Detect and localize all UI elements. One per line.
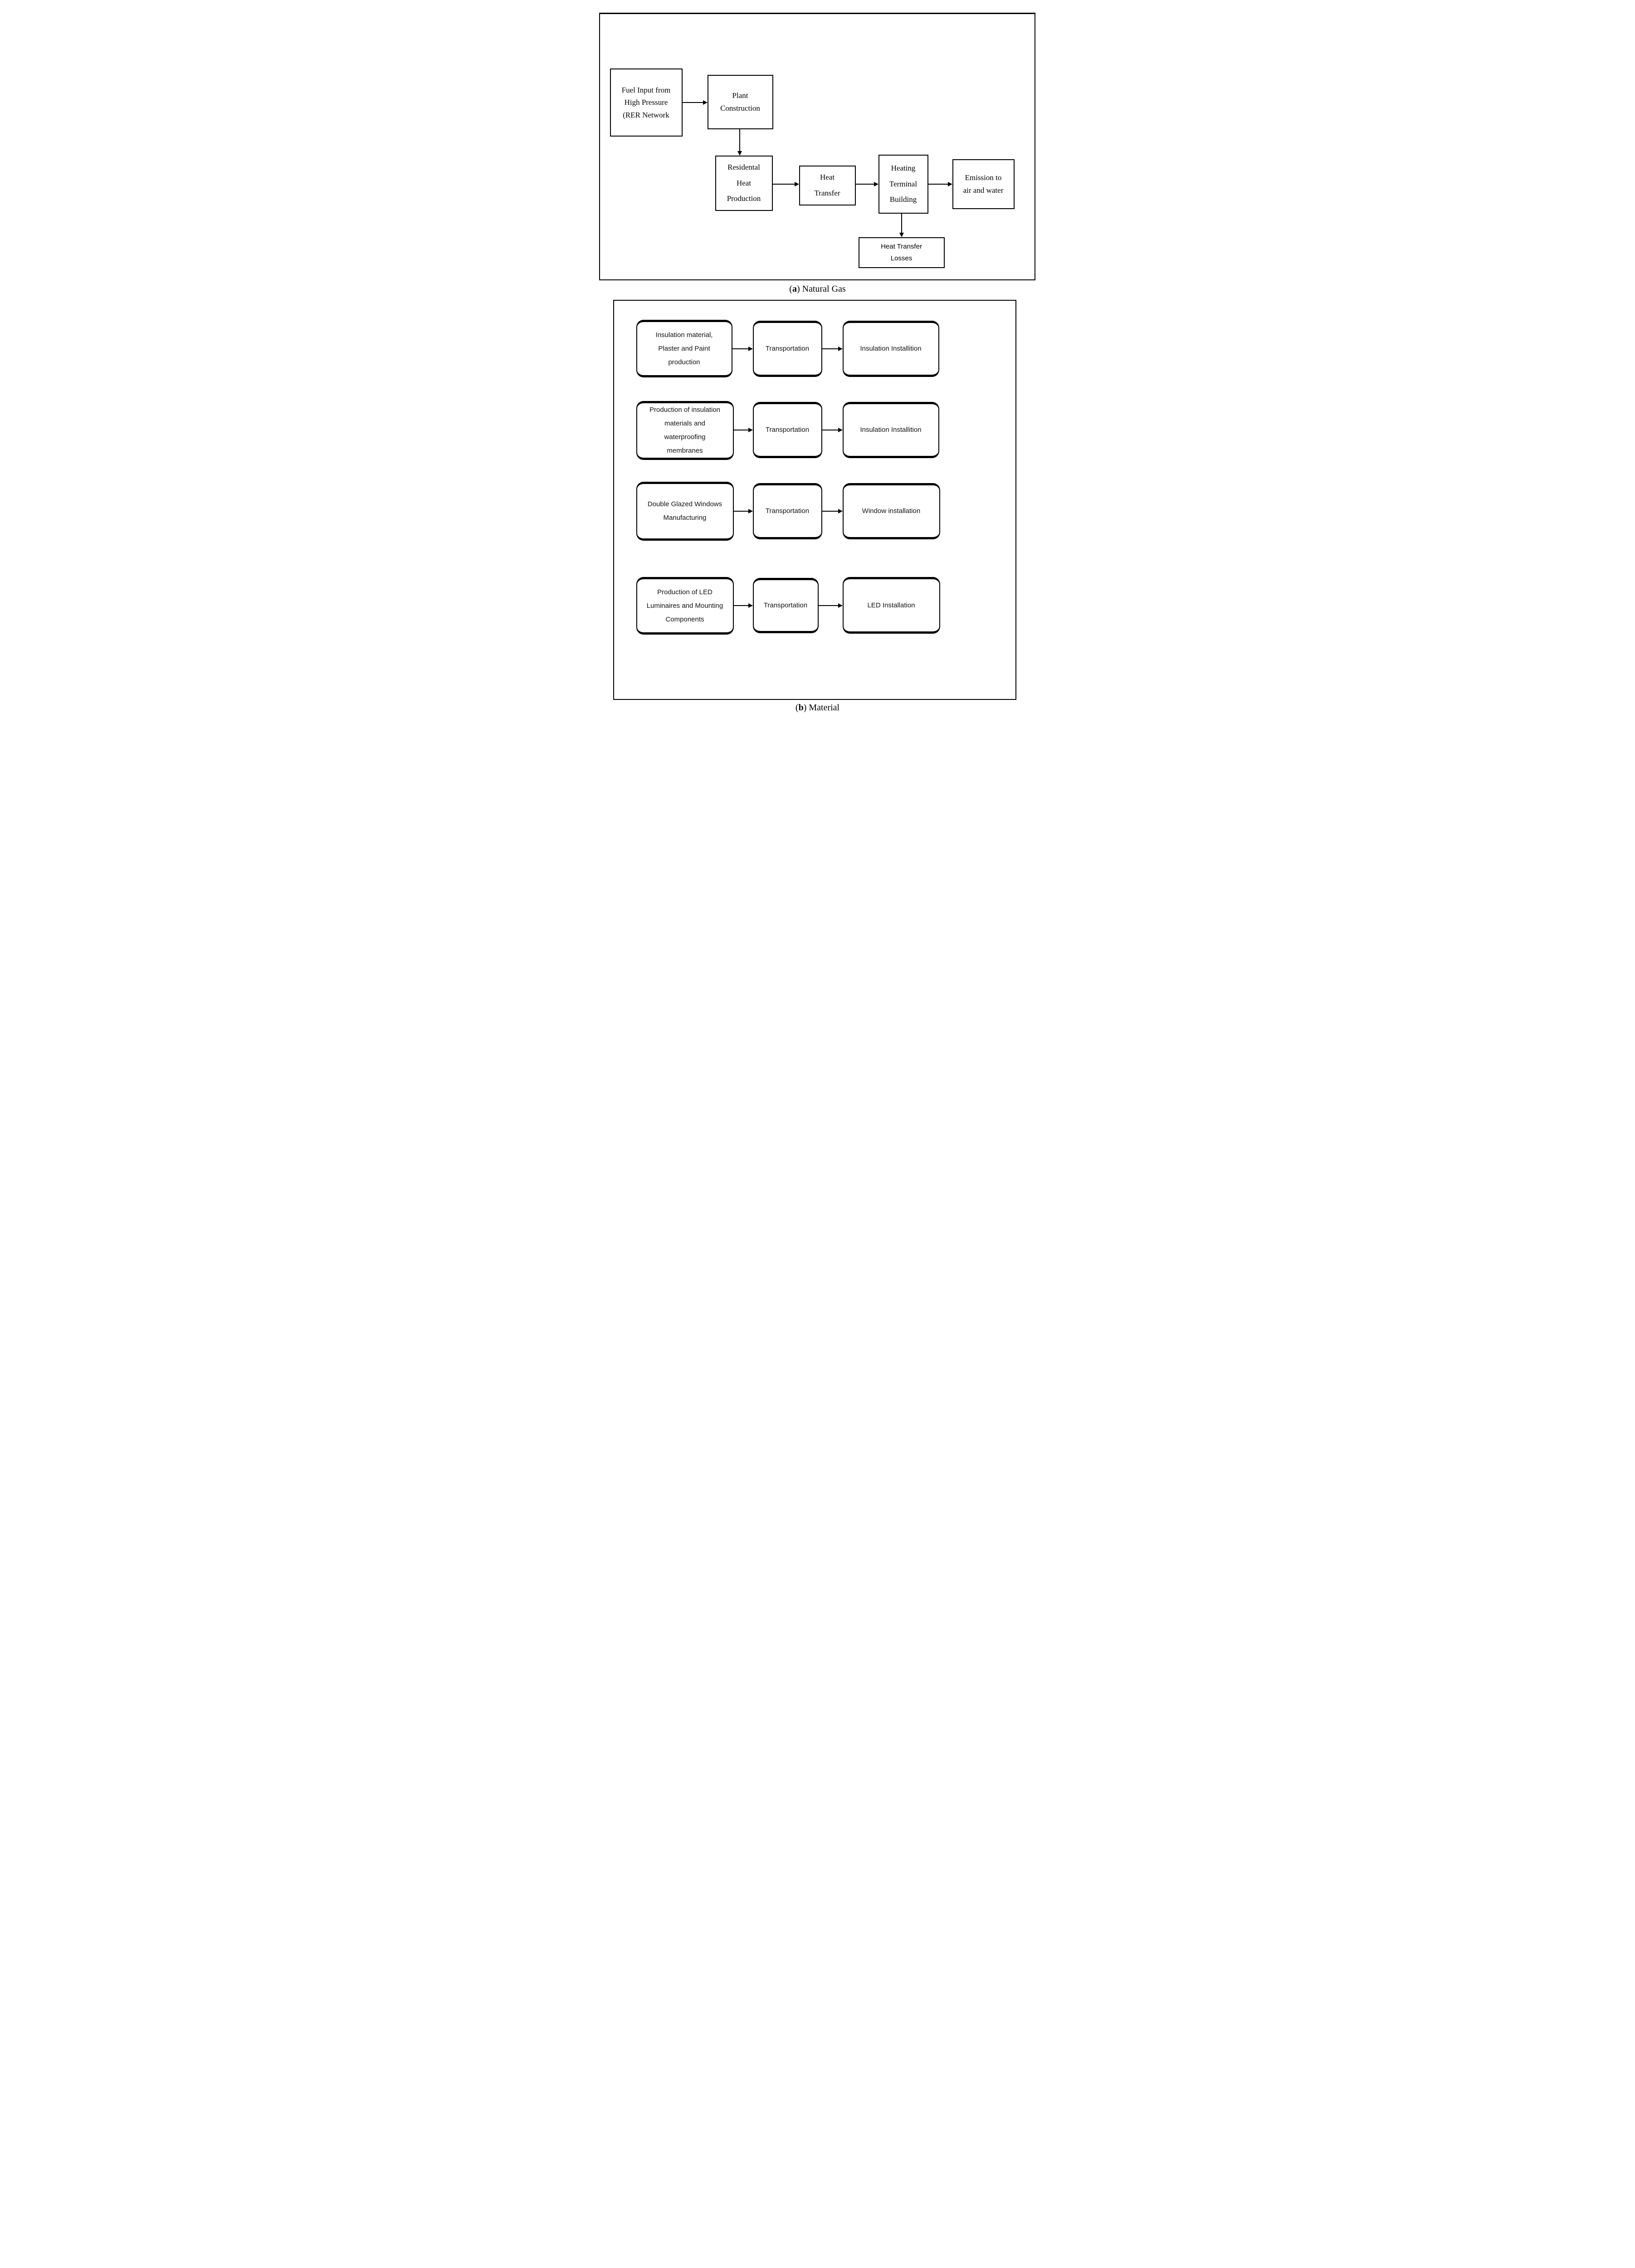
arrow-row3-source-to-transport-icon xyxy=(733,509,753,513)
arrow-fuel-to-plant-icon xyxy=(682,100,708,105)
node-window-installation-label: Window installation xyxy=(862,507,921,515)
node-heat-transfer-losses-label: Heat Transfer Losses xyxy=(881,242,922,262)
panel-natural-gas: Fuel Input from High Pressure (RER Netwo… xyxy=(599,13,1035,280)
node-plant-construction: Plant Construction xyxy=(707,75,773,129)
arrow-plant-to-residential-icon xyxy=(737,129,742,156)
node-led-luminaires-production: Production of LED Luminaires and Mountin… xyxy=(636,577,734,635)
node-heat-transfer: Heat Transfer xyxy=(799,166,856,205)
node-transportation-4-label: Transportation xyxy=(763,601,808,609)
node-heating-terminal-building: Heating Terminal Building xyxy=(878,155,928,214)
caption-b-letter: b xyxy=(798,703,804,713)
caption-a-open: ( xyxy=(789,284,792,294)
node-heat-transfer-label: Heat Transfer xyxy=(814,173,840,197)
node-emission-to-air-and-water: Emission to air and water xyxy=(952,159,1015,209)
node-led-installation: LED Installation xyxy=(842,577,940,634)
node-insulation-waterproofing-production-label: Production of insulation materials and w… xyxy=(649,406,720,455)
node-emission-to-air-and-water-label: Emission to air and water xyxy=(963,173,1004,195)
arrow-row1-transport-to-target-icon xyxy=(822,347,843,351)
node-double-glazed-windows-manufacturing: Double Glazed Windows Manufacturing xyxy=(636,482,734,541)
node-fuel-input: Fuel Input from High Pressure (RER Netwo… xyxy=(610,68,683,137)
caption-b-open: ( xyxy=(795,703,799,713)
caption-material: (b) Material xyxy=(595,703,1040,713)
arrow-row4-transport-to-target-icon xyxy=(818,603,843,608)
caption-b-rest: ) Material xyxy=(803,703,840,713)
caption-a-rest: ) Natural Gas xyxy=(796,284,846,294)
node-heat-transfer-losses: Heat Transfer Losses xyxy=(858,237,945,268)
arrow-row4-source-to-transport-icon xyxy=(733,603,753,608)
caption-natural-gas: (a) Natural Gas xyxy=(595,284,1040,294)
node-transportation-3-label: Transportation xyxy=(765,507,810,515)
caption-a-letter: a xyxy=(792,284,797,294)
arrow-row3-transport-to-target-icon xyxy=(822,509,843,513)
node-led-luminaires-production-label: Production of LED Luminaires and Mountin… xyxy=(646,588,723,623)
node-heating-terminal-building-label: Heating Terminal Building xyxy=(889,163,918,204)
node-insulation-waterproofing-production: Production of insulation materials and w… xyxy=(636,401,734,460)
node-fuel-input-label: Fuel Input from High Pressure (RER Netwo… xyxy=(621,85,671,119)
node-transportation-1-label: Transportation xyxy=(765,345,810,352)
node-transportation-2: Transportation xyxy=(752,402,822,458)
arrow-row2-transport-to-target-icon xyxy=(822,428,843,432)
panel-material: Insulation material, Plaster and Paint p… xyxy=(613,300,1016,700)
node-insulation-plaster-paint-production-label: Insulation material, Plaster and Paint p… xyxy=(655,331,713,366)
arrow-row1-source-to-transport-icon xyxy=(732,347,753,351)
node-transportation-4: Transportation xyxy=(752,578,819,633)
arrow-residential-to-heat-transfer-icon xyxy=(772,182,799,186)
node-transportation-3: Transportation xyxy=(752,483,822,539)
node-transportation-2-label: Transportation xyxy=(765,426,810,434)
node-transportation-1: Transportation xyxy=(752,321,822,377)
arrow-heat-transfer-to-terminal-icon xyxy=(855,182,879,186)
node-residential-heat-production: Residental Heat Production xyxy=(715,156,773,211)
node-led-installation-label: LED Installation xyxy=(867,601,915,609)
node-insulation-plaster-paint-production: Insulation material, Plaster and Paint p… xyxy=(636,320,732,377)
arrow-terminal-to-losses-icon xyxy=(899,214,904,237)
node-double-glazed-windows-manufacturing-label: Double Glazed Windows Manufacturing xyxy=(647,500,722,522)
node-insulation-installation-2-label: Insulation Installition xyxy=(860,426,922,434)
node-insulation-installation-1-label: Insulation Installition xyxy=(860,345,922,352)
arrow-row2-source-to-transport-icon xyxy=(733,428,753,432)
figure-life-cycle-flowcharts: Fuel Input from High Pressure (RER Netwo… xyxy=(595,0,1040,719)
node-insulation-installation-2: Insulation Installition xyxy=(842,402,939,458)
node-residential-heat-production-label: Residental Heat Production xyxy=(727,162,761,203)
node-insulation-installation-1: Insulation Installition xyxy=(842,321,939,377)
node-window-installation: Window installation xyxy=(842,483,940,539)
arrow-terminal-to-emission-icon xyxy=(928,182,952,186)
node-plant-construction-label: Plant Construction xyxy=(720,91,760,112)
